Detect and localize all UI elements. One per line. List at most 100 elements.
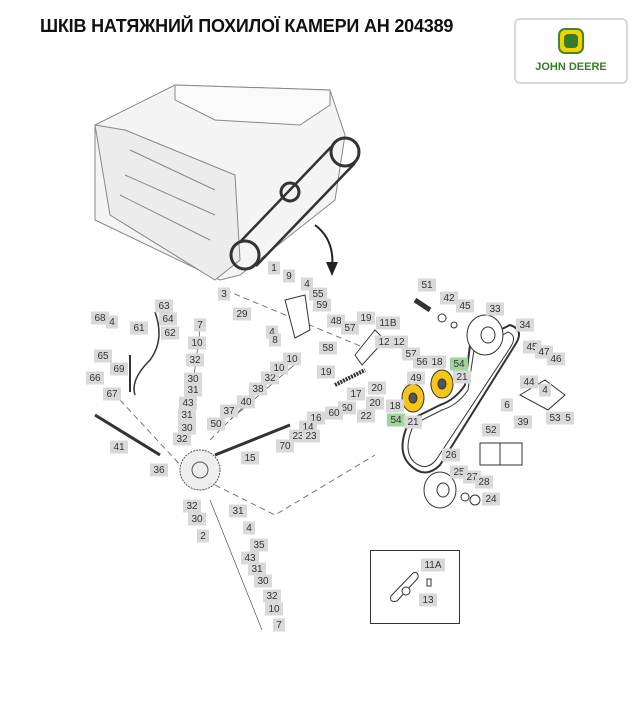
callout-box xyxy=(546,411,564,425)
callout-number: 26 xyxy=(445,450,457,461)
callout-box xyxy=(413,355,431,369)
combine-frame xyxy=(94,84,346,281)
callout-63: 63 xyxy=(155,299,173,313)
callout-4: 4 xyxy=(106,315,118,329)
callout-number: 31 xyxy=(181,410,193,421)
callout-box xyxy=(178,408,196,422)
callout-box xyxy=(450,357,468,371)
callout-49: 49 xyxy=(407,371,425,385)
callout-box xyxy=(313,298,331,312)
callout-12: 12 xyxy=(375,335,393,349)
callout-4: 4 xyxy=(301,277,313,291)
callout-box xyxy=(233,307,251,321)
callout-box xyxy=(86,371,104,385)
callout-26: 26 xyxy=(442,448,460,462)
logo-brand-text: JOHN DEERE xyxy=(535,61,607,73)
callout-box xyxy=(207,417,225,431)
callout-number: 27 xyxy=(466,472,478,483)
callout-number: 10 xyxy=(268,604,280,615)
callout-number: 35 xyxy=(253,540,265,551)
callout-box xyxy=(261,371,279,385)
callout-number: 59 xyxy=(316,300,328,311)
callout-number: 24 xyxy=(485,494,497,505)
callout-box xyxy=(386,399,404,413)
callout-box xyxy=(254,574,272,588)
callout-number: 32 xyxy=(176,434,188,445)
callout-number: 63 xyxy=(158,301,170,312)
callout-number: 58 xyxy=(322,343,334,354)
callout-10: 10 xyxy=(188,336,206,350)
callout-number: 1 xyxy=(271,263,277,274)
callout-box xyxy=(103,387,121,401)
callout-number: 30 xyxy=(187,374,199,385)
callout-box xyxy=(265,602,283,616)
callout-number: 16 xyxy=(310,413,322,424)
direction-arrow xyxy=(314,224,334,269)
gearbox-sprocket xyxy=(179,449,221,491)
callout-box xyxy=(482,492,500,506)
callout-number: 37 xyxy=(223,406,235,417)
callout-54: 54 xyxy=(387,413,405,427)
callout-box xyxy=(241,451,259,465)
callout-17: 17 xyxy=(347,387,365,401)
callout-number: 62 xyxy=(164,328,176,339)
callout-box xyxy=(184,383,202,397)
callout-number: 9 xyxy=(286,271,292,282)
callout-number: 54 xyxy=(453,359,465,370)
callout-28: 28 xyxy=(475,475,493,489)
callout-box xyxy=(501,398,513,412)
lower-pulley xyxy=(423,471,481,509)
callout-number: 60 xyxy=(328,408,340,419)
callout-55: 55 xyxy=(309,287,327,301)
callout-number: 32 xyxy=(266,591,278,602)
callout-number: 7 xyxy=(197,320,203,331)
callout-23: 23 xyxy=(302,429,320,443)
callout-35: 35 xyxy=(250,538,268,552)
callout-box xyxy=(440,291,458,305)
callout-46: 46 xyxy=(547,352,565,366)
callout-31: 31 xyxy=(184,383,202,397)
callout-65: 65 xyxy=(94,349,112,363)
callout-61: 61 xyxy=(130,321,148,335)
shafts xyxy=(94,311,366,631)
callout-number: 53 xyxy=(549,413,561,424)
callout-number: 21 xyxy=(456,372,468,383)
callout-number: 32 xyxy=(189,355,201,366)
callout-number: 32 xyxy=(264,373,276,384)
callout-31: 31 xyxy=(248,562,266,576)
callout-50: 50 xyxy=(207,417,225,431)
callout-number: 25 xyxy=(453,467,465,478)
callout-box xyxy=(197,529,209,543)
callout-43: 43 xyxy=(179,396,197,410)
callout-21: 21 xyxy=(453,370,471,384)
callout-number: 50 xyxy=(210,419,222,430)
callout-41: 41 xyxy=(110,440,128,454)
callout-2: 2 xyxy=(197,529,209,543)
callout-45: 45 xyxy=(456,299,474,313)
callout-box xyxy=(130,321,148,335)
callout-box xyxy=(249,382,267,396)
callout-number: 11B xyxy=(379,318,396,329)
callout-number: 19 xyxy=(320,367,332,378)
callout-number: 23 xyxy=(305,431,317,442)
callout-30: 30 xyxy=(184,372,202,386)
callout-box xyxy=(347,387,365,401)
bolt-51 xyxy=(413,297,458,329)
drive-belt xyxy=(401,323,520,474)
callout-box xyxy=(283,352,301,366)
callout-56: 56 xyxy=(413,355,431,369)
callout-box xyxy=(486,302,504,316)
callout-66: 66 xyxy=(86,371,104,385)
callout-box xyxy=(241,551,259,565)
callout-number: 68 xyxy=(94,313,106,324)
callout-11A: 11A xyxy=(421,558,445,572)
callout-box xyxy=(319,341,337,355)
callout-36: 36 xyxy=(150,463,168,477)
callout-31: 31 xyxy=(229,504,247,518)
callout-box xyxy=(547,352,565,366)
callout-box xyxy=(301,277,313,291)
callout-69: 69 xyxy=(110,362,128,376)
callout-number: 23 xyxy=(292,431,304,442)
callout-box xyxy=(94,349,112,363)
callout-number: 2 xyxy=(200,531,206,542)
